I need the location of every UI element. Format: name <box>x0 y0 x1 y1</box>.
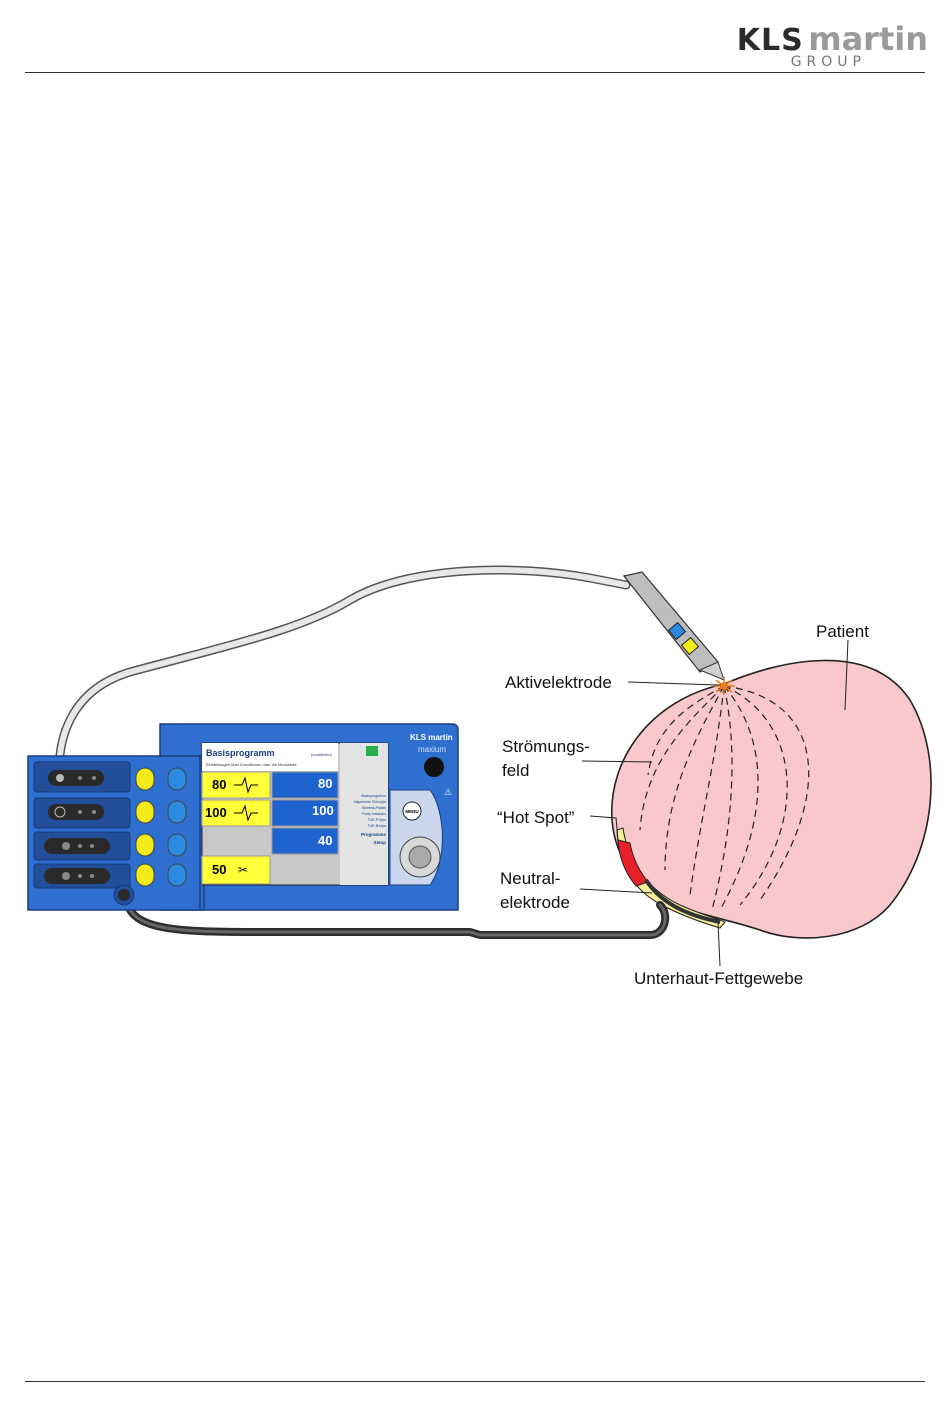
screen-subtitle: Einstellungen über Konditionen oder die … <box>206 762 298 767</box>
label-stroemungsfeld-2: feld <box>502 761 529 780</box>
spark-icon <box>713 677 735 695</box>
header-rule <box>25 72 925 73</box>
logo-group: GROUP <box>790 54 866 70</box>
scissors-icon: ✂ <box>238 863 248 877</box>
socket-row-3 <box>33 831 187 861</box>
logo-martin: martin <box>808 20 928 58</box>
electrode-handpiece <box>622 571 725 681</box>
value-coag-1: 80 <box>318 776 332 791</box>
program-item-3[interactable]: Mamma-Plastik <box>362 806 386 810</box>
footer-rule <box>25 1381 925 1382</box>
value-bottom-left: 50 <box>212 862 226 877</box>
label-aktivelektrode: Aktivelektrode <box>505 673 612 692</box>
label-neutralelektrode-1: Neutral- <box>500 869 560 888</box>
device-brand: KLS martin <box>410 733 453 742</box>
power-knob[interactable] <box>424 757 444 777</box>
screen-title: Basisprogramm <box>206 748 275 758</box>
socket-row-4 <box>33 863 187 889</box>
socket-row-1 <box>33 761 187 793</box>
program-item-6[interactable]: TUR-B-bipo <box>368 824 387 828</box>
label-fettgewebe: Unterhaut-Fettgewebe <box>634 969 803 988</box>
logo-kls: KLS <box>736 23 804 58</box>
warning-icon: ⚠ <box>444 787 452 797</box>
electrosurgical-unit: Basisprogramm (modifiziert) Einstellunge… <box>27 723 459 911</box>
socket-row-2 <box>33 797 187 829</box>
program-item-5[interactable]: TUR-P-bipo <box>368 818 387 822</box>
program-item-4[interactable]: Portly Katalator <box>362 812 387 816</box>
label-neutralelektrode-2: elektrode <box>500 893 570 912</box>
neutral-electrode-pad <box>644 878 721 924</box>
current-flow-field <box>639 685 810 911</box>
value-cut-1: 80 <box>212 777 226 792</box>
value-bipolar: 40 <box>318 833 332 848</box>
label-stroemungsfeld-1: Strömungs- <box>502 737 590 756</box>
company-logo: KLS martin GROUP <box>737 20 928 70</box>
program-item-2[interactable]: Allgemeine Chirurgie <box>354 800 387 804</box>
menu-button-label: MENU <box>405 809 418 814</box>
setup-label[interactable]: Setup <box>373 840 386 845</box>
device-model: maxium <box>418 745 446 754</box>
value-coag-2: 100 <box>312 803 334 818</box>
patient-body <box>611 659 932 939</box>
screen-title-status: (modifiziert) <box>311 752 333 757</box>
label-hot-spot: “Hot Spot” <box>497 808 575 827</box>
program-item-1[interactable]: Basisprogramm <box>361 794 386 798</box>
value-cut-2: 100 <box>205 805 227 820</box>
menu-button[interactable] <box>402 801 422 821</box>
programs-label[interactable]: Programme <box>361 832 387 837</box>
label-patient: Patient <box>816 622 869 641</box>
electrosurgery-diagram: Patient Aktivelektrode Strömungs- feld “… <box>27 565 932 988</box>
